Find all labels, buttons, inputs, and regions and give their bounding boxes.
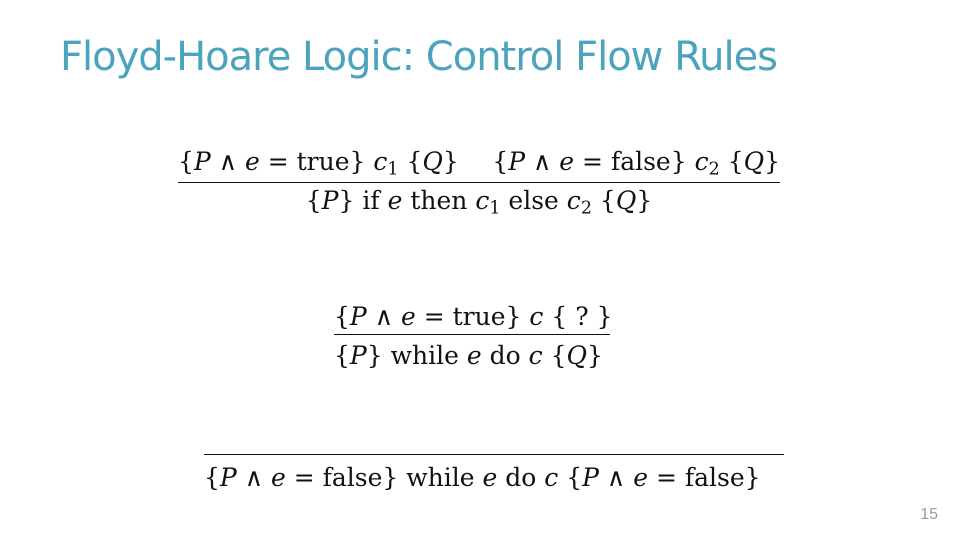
if-rule-premises: {P ∧ e = true} c1 {Q} {P ∧ e = false} c2… (178, 146, 780, 182)
page-number: 15 (920, 506, 938, 523)
while-rule-premise-row: {P ∧ e = true} c { ? } (334, 298, 613, 334)
while-rule-conclusion-row: {P} while e do c {Q} (334, 335, 610, 375)
while-rule: {P ∧ e = true} c { ? } {P} while e do c … (334, 298, 613, 375)
while-premise: {P ∧ e = true} c { ? } (334, 301, 613, 331)
if-premise-false: {P ∧ e = false} c2 {Q} (492, 147, 780, 180)
if-rule-inference-line (178, 182, 780, 183)
while-false-conclusion-row: {P ∧ e = false} while e do c {P ∧ e = fa… (204, 455, 784, 499)
if-rule: {P ∧ e = true} c1 {Q} {P ∧ e = false} c2… (178, 146, 780, 223)
if-conclusion: {P} if e then c1 else c2 {Q} (305, 186, 653, 219)
while-false-conclusion: {P ∧ e = false} while e do c {P ∧ e = fa… (204, 462, 761, 492)
while-conclusion: {P} while e do c {Q} (334, 340, 603, 370)
slide-title: Floyd-Hoare Logic: Control Flow Rules (60, 34, 778, 80)
if-premise-true: {P ∧ e = true} c1 {Q} (178, 147, 459, 180)
while-false-rule: {P ∧ e = false} while e do c {P ∧ e = fa… (204, 454, 784, 499)
if-rule-conclusion-row: {P} if e then c1 else c2 {Q} (178, 183, 780, 223)
while-rule-inference-line (334, 334, 610, 335)
while-false-inference-line (204, 454, 784, 455)
